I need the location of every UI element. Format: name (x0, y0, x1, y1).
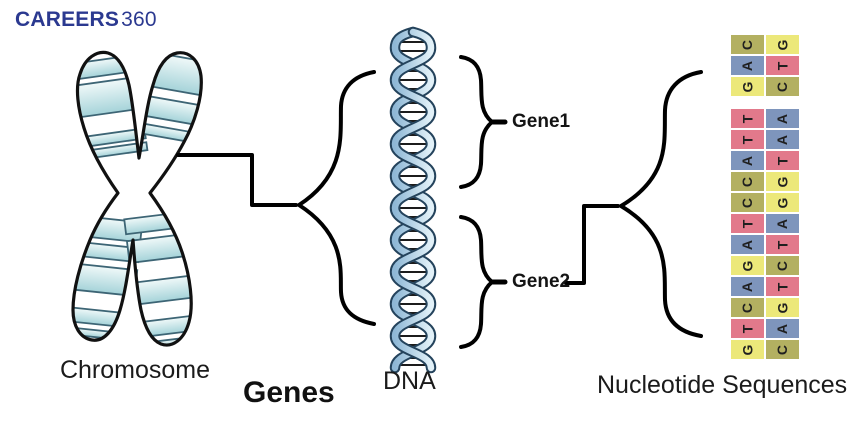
base-cell-A: A (766, 214, 799, 233)
dna-helix-illustration (389, 26, 437, 374)
base-letter: A (774, 218, 791, 229)
base-cell-G: G (766, 172, 799, 191)
base-cell-A: A (731, 277, 764, 296)
base-letter: C (739, 176, 756, 187)
dna-rungs (399, 41, 427, 366)
base-letter: C (739, 39, 756, 50)
base-letter: C (774, 344, 791, 355)
base-letter: T (774, 282, 791, 291)
base-letter: A (739, 155, 756, 166)
base-cell-C: C (766, 77, 799, 96)
base-letter: C (774, 260, 791, 271)
gene2-label: Gene2 (512, 271, 571, 292)
base-cell-T: T (731, 109, 764, 128)
chromosome-illustration (71, 50, 203, 347)
base-cell-A: A (766, 319, 799, 338)
base-cell-T: T (731, 214, 764, 233)
base-cell-C: C (731, 298, 764, 317)
base-cell-G: G (766, 35, 799, 54)
connector-chromosome-to-dna (176, 153, 298, 207)
base-letter: C (739, 302, 756, 313)
base-cell-A: A (766, 130, 799, 149)
base-cell-C: C (731, 35, 764, 54)
logo-text-light: 360 (121, 8, 157, 31)
base-letter: A (774, 134, 791, 145)
base-letter: T (774, 240, 791, 249)
connector-gene2-to-sequences (564, 204, 620, 285)
base-cell-T: T (731, 319, 764, 338)
base-letter: G (774, 39, 791, 50)
base-letter: A (739, 60, 756, 71)
base-letter: C (739, 197, 756, 208)
base-letter: A (774, 113, 791, 124)
base-letter: G (739, 344, 756, 355)
base-cell-T: T (766, 235, 799, 254)
base-letter: T (739, 324, 756, 333)
base-cell-G: G (731, 77, 764, 96)
gene1-label: Gene1 (512, 111, 571, 132)
base-letter: G (739, 260, 756, 271)
base-cell-G: G (766, 298, 799, 317)
base-letter: T (739, 135, 756, 144)
base-cell-C: C (731, 193, 764, 212)
base-letter: T (739, 219, 756, 228)
base-letter: T (739, 114, 756, 123)
base-cell-A: A (731, 56, 764, 75)
nucleotide-brace (619, 70, 703, 338)
base-letter: A (739, 281, 756, 292)
base-letter: A (739, 239, 756, 250)
dna-label: DNA (383, 367, 436, 395)
base-letter: G (774, 302, 791, 313)
base-cell-C: C (731, 172, 764, 191)
base-cell-A: A (731, 235, 764, 254)
base-letter: T (774, 61, 791, 70)
careers360-logo: CAREERS360 (15, 8, 157, 32)
base-letter: T (774, 156, 791, 165)
base-cell-A: A (731, 151, 764, 170)
base-cell-T: T (766, 151, 799, 170)
base-cell-T: T (766, 56, 799, 75)
base-cell-A: A (766, 109, 799, 128)
gene1-brace (459, 55, 494, 189)
base-cell-G: G (731, 256, 764, 275)
base-cell-G: G (766, 193, 799, 212)
chromosome-label: Chromosome (59, 356, 211, 384)
base-cell-C: C (766, 256, 799, 275)
nucleotide-sequences-label: Nucleotide Sequences (597, 371, 848, 399)
base-cell-T: T (731, 130, 764, 149)
base-cell-T: T (766, 277, 799, 296)
dna-brace (297, 70, 376, 326)
gene2-brace (459, 215, 494, 349)
base-cell-G: G (731, 340, 764, 359)
base-letter: A (774, 323, 791, 334)
logo-text-bold: CAREERS (15, 8, 120, 31)
base-letter: C (774, 81, 791, 92)
genes-title: Genes (243, 376, 335, 409)
base-letter: G (774, 176, 791, 187)
base-letter: G (774, 197, 791, 208)
base-cell-C: C (766, 340, 799, 359)
base-letter: G (739, 81, 756, 92)
